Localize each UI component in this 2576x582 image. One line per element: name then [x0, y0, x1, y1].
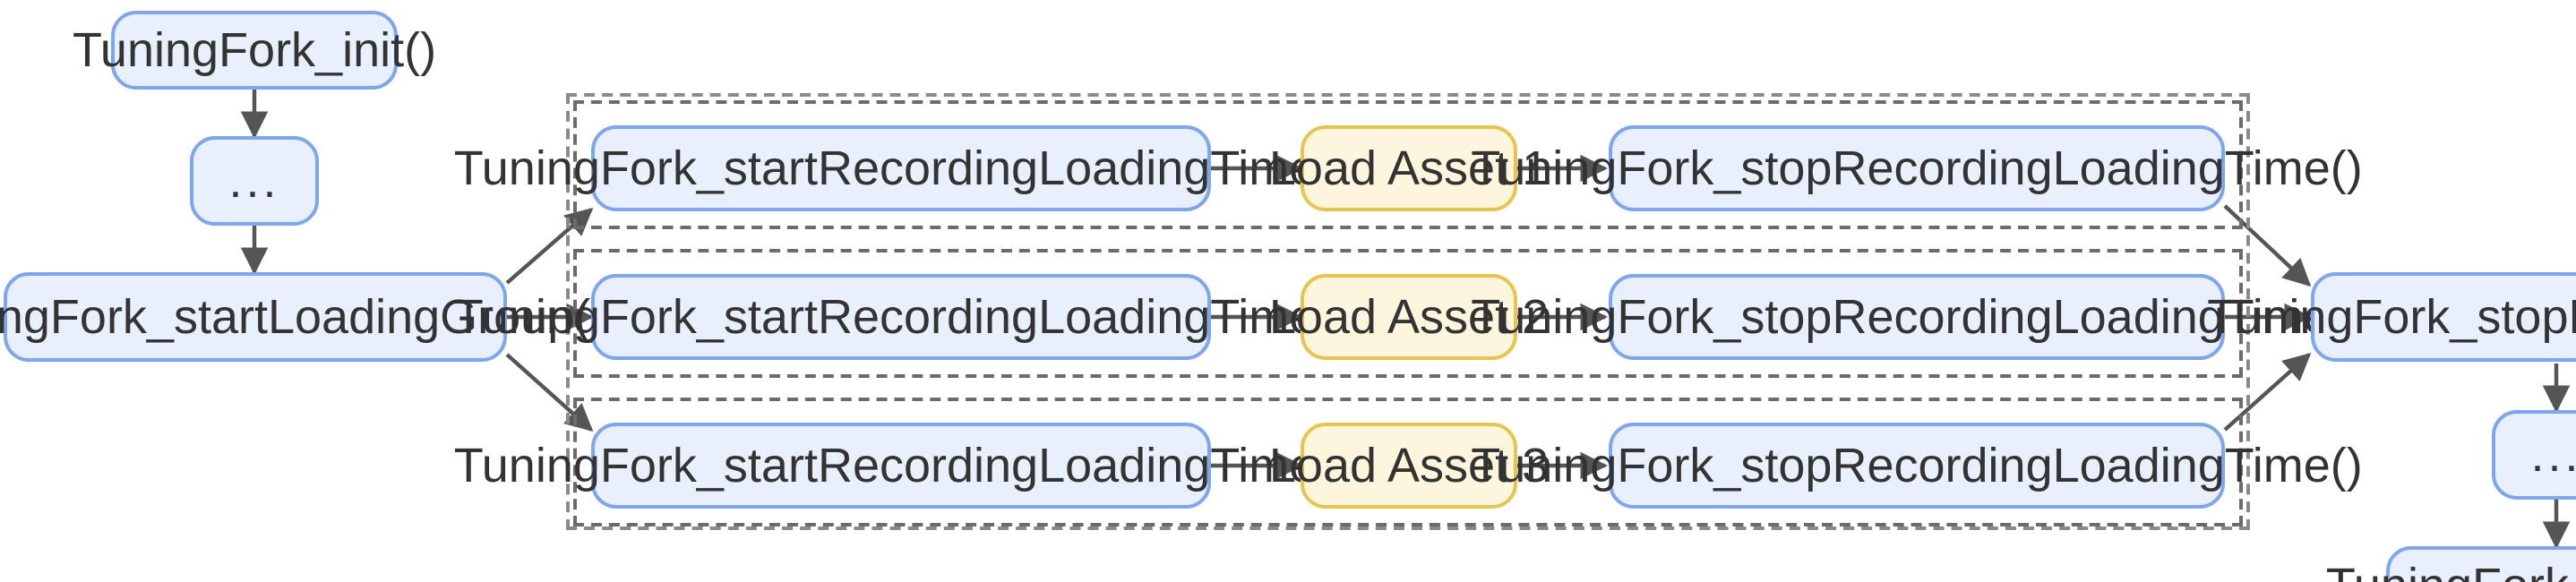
node-load-asset-1[interactable]: Load Asset 1	[1269, 125, 1549, 211]
node-label: TuningFork_destroy()	[2326, 561, 2576, 582]
node-tuningfork-startrecordingloadingtime-2[interactable]: TuningFork_startRecordingLoadingTime()	[454, 274, 1348, 360]
node-tuningfork-init[interactable]: TuningFork_init()	[73, 11, 436, 90]
node-tuningfork-stoprecordingloadingtime-2[interactable]: TuningFork_stopRecordingLoadingTime()	[1471, 274, 2363, 360]
node-tuningfork-stoprecordingloadingtime-1[interactable]: TuningFork_stopRecordingLoadingTime()	[1471, 125, 2363, 211]
node-label: TuningFork_stopRecordingLoadingTime()	[1471, 141, 2363, 194]
node-label: TuningFork_stopLoadingGroup()	[2207, 289, 2576, 343]
node-load-asset-2[interactable]: Load Asset 2	[1269, 274, 1549, 360]
node-tuningfork-startrecordingloadingtime-1[interactable]: TuningFork_startRecordingLoadingTime()	[454, 125, 1348, 211]
node-ellipsis-top[interactable]: ...	[190, 136, 319, 226]
cluster-asset-row-3	[573, 398, 2243, 526]
node-tuningfork-stoploadinggroup[interactable]: TuningFork_stopLoadingGroup()	[2207, 272, 2576, 362]
node-label: Load Asset 3	[1268, 438, 1550, 492]
node-label: ...	[2530, 427, 2576, 481]
node-ellipsis-bottom[interactable]: ...	[2492, 410, 2576, 500]
node-load-asset-3[interactable]: Load Asset 3	[1269, 423, 1549, 509]
node-label: TuningFork_init()	[72, 22, 437, 76]
node-label: ...	[228, 153, 280, 207]
node-tuningfork-startrecordingloadingtime-3[interactable]: TuningFork_startRecordingLoadingTime()	[454, 423, 1348, 509]
node-label: Load Asset 1	[1268, 141, 1550, 194]
node-label: TuningFork_stopRecordingLoadingTime()	[1471, 289, 2363, 343]
node-label: TuningFork_startRecordingLoadingTime()	[453, 289, 1349, 343]
node-label: Load Asset 2	[1268, 289, 1550, 343]
node-tuningfork-startloadinggroup[interactable]: TuningFork_startLoadingGroup()	[0, 272, 606, 362]
node-label: TuningFork_stopRecordingLoadingTime()	[1471, 438, 2363, 492]
node-tuningfork-destroy[interactable]: TuningFork_destroy()	[2326, 546, 2576, 582]
node-label: TuningFork_startLoadingGroup()	[0, 289, 607, 343]
node-tuningfork-stoprecordingloadingtime-3[interactable]: TuningFork_stopRecordingLoadingTime()	[1471, 423, 2363, 509]
cluster-asset-row-1	[573, 100, 2243, 229]
node-label: TuningFork_startRecordingLoadingTime()	[453, 438, 1349, 492]
node-label: TuningFork_startRecordingLoadingTime()	[453, 141, 1349, 194]
